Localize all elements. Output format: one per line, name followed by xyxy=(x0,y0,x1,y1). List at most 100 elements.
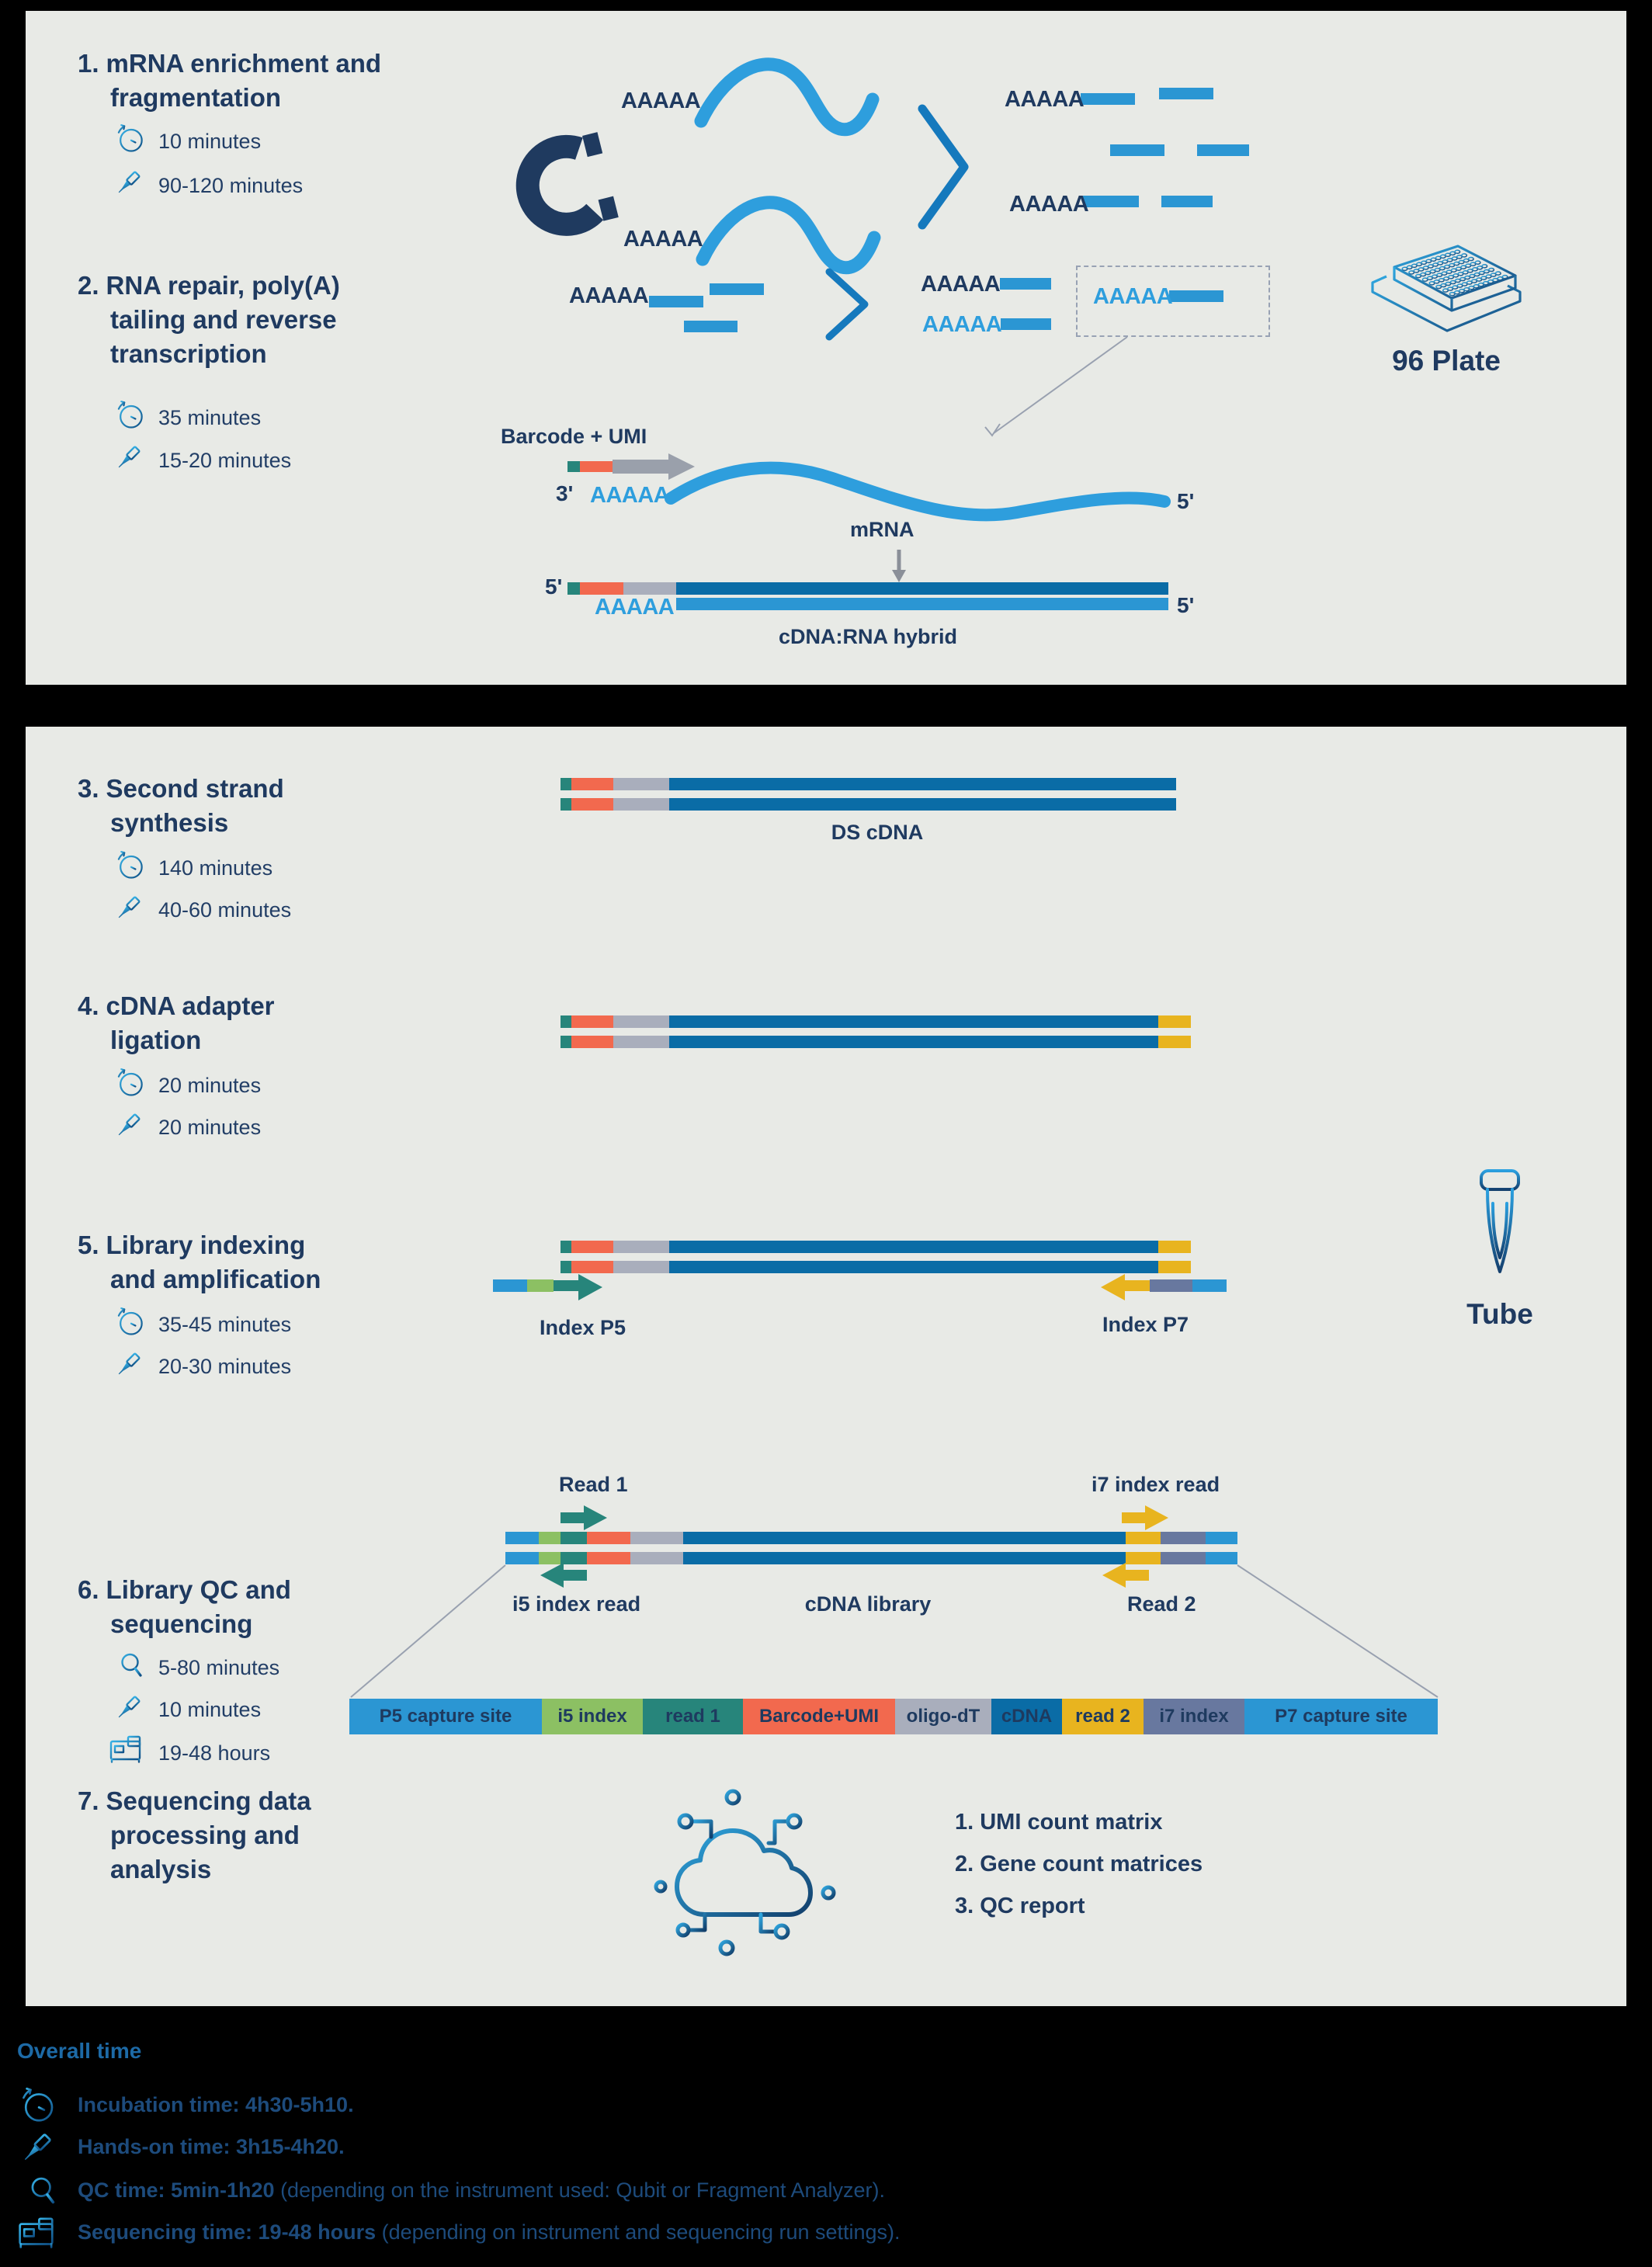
output-umi-count-matrix: 1. UMI count matrix xyxy=(955,1810,1163,1835)
rna-fragment xyxy=(1081,93,1135,105)
clock-icon xyxy=(113,848,148,882)
map-segment-read-1: read 1 xyxy=(643,1699,743,1734)
hands-on-time: 10 minutes xyxy=(158,1698,262,1721)
plate-96-icon xyxy=(1371,245,1522,332)
final-library-strand xyxy=(505,1532,1237,1544)
step-title-text: RNA repair, poly(A) xyxy=(106,271,340,300)
clock-icon xyxy=(113,398,148,432)
map-segment-oligo-dt: oligo-dT xyxy=(895,1699,991,1734)
overall-row-bold: QC time: 5min-1h20 xyxy=(78,2178,275,2202)
overall-hands-on-time: Hands-on time: 3h15-4h20. xyxy=(78,2135,345,2159)
step-1-title-line-2: fragmentation xyxy=(110,83,282,112)
step-4-title-line-2: ligation xyxy=(110,1026,202,1054)
plate-label: 96 Plate xyxy=(1392,345,1501,377)
step-title-text: Second strand xyxy=(106,774,284,803)
step-title-text: mRNA enrichment and xyxy=(106,49,382,78)
step-number: 4. xyxy=(78,991,99,1020)
step-title-text: Library indexing xyxy=(106,1231,306,1259)
clock-icon xyxy=(17,2084,59,2126)
read1-label: Read 1 xyxy=(559,1473,628,1496)
cdna-rna-hybrid-label: cDNA:RNA hybrid xyxy=(778,625,957,648)
overall-sequencing-time: Sequencing time: 19-48 hours (depending … xyxy=(78,2220,901,2244)
poly-a-label-highlighted: AAAAA xyxy=(590,483,670,508)
sequencer-icon xyxy=(16,2213,57,2255)
map-segment-p5-capture-site: P5 capture site xyxy=(349,1699,542,1734)
step-title-text: cDNA adapter xyxy=(106,991,275,1020)
step-title-text: Library QC and xyxy=(106,1575,291,1604)
indexed-library-strand xyxy=(560,1241,1191,1253)
incubation-time: 20 minutes xyxy=(158,1074,262,1097)
poly-a-label: AAAAA xyxy=(921,272,1001,297)
panel-main xyxy=(26,727,1626,2006)
clock-icon xyxy=(113,1304,148,1338)
hands-on-time: 90-120 minutes xyxy=(158,174,304,197)
poly-a-label-highlighted: AAAAA xyxy=(595,595,675,620)
step-number: 7. xyxy=(78,1786,99,1815)
pipette-icon xyxy=(111,1689,147,1725)
rna-fragment xyxy=(1110,144,1164,156)
ds-cdna-strand xyxy=(560,798,1176,811)
pipette-icon xyxy=(111,439,147,475)
overall-incubation-time: Incubation time: 4h30-5h10. xyxy=(78,2093,354,2117)
output-gene-count-matrices: 2. Gene count matrices xyxy=(955,1852,1203,1876)
poly-a-label: AAAAA xyxy=(623,227,703,252)
tube-label: Tube xyxy=(1466,1298,1533,1330)
rna-fragment xyxy=(1159,88,1213,99)
clock-icon xyxy=(113,121,148,155)
step-5-title-line-1: 5.Library indexing xyxy=(78,1230,305,1261)
step-6-title-line-2: sequencing xyxy=(110,1609,253,1638)
step-number: 5. xyxy=(78,1231,99,1259)
rna-fragment xyxy=(1000,278,1051,290)
pipette-icon xyxy=(111,1107,147,1143)
rna-fragment xyxy=(649,296,703,307)
barcode-umi-label: Barcode + UMI xyxy=(501,425,647,448)
clock-icon xyxy=(113,1065,148,1099)
overall-row-bold: Sequencing time: 19-48 hours xyxy=(78,2220,377,2244)
overall-row-rest: (depending on instrument and sequencing … xyxy=(376,2220,901,2244)
poly-a-label-highlighted: AAAAA xyxy=(1093,284,1173,309)
rna-fragment xyxy=(1197,144,1249,156)
step-5-title-line-2: and amplification xyxy=(110,1265,321,1293)
pipette-icon xyxy=(16,2126,59,2169)
step-2-title-line-3: transcription xyxy=(110,339,267,368)
map-segment-barcode-umi: Barcode+UMI xyxy=(743,1699,895,1734)
step-2-title-line-2: tailing and reverse xyxy=(110,305,337,334)
map-segment-p7-capture-site: P7 capture site xyxy=(1244,1699,1438,1734)
pipette-icon xyxy=(111,890,147,925)
incubation-time: 10 minutes xyxy=(158,130,262,153)
step-number: 6. xyxy=(78,1575,99,1604)
incubation-time: 140 minutes xyxy=(158,856,273,880)
pipette-icon xyxy=(111,165,147,200)
overall-qc-time: QC time: 5min-1h20 (depending on the ins… xyxy=(78,2178,885,2203)
step-7-title-line-3: analysis xyxy=(110,1855,212,1883)
rna-strand xyxy=(676,598,1168,610)
read2-label: Read 2 xyxy=(1127,1592,1196,1616)
five-prime-label: 5' xyxy=(1177,489,1195,513)
map-segment-i7-index: i7 index xyxy=(1144,1699,1244,1734)
zoom-highlight-box xyxy=(1076,266,1270,337)
output-qc-report: 3. QC report xyxy=(955,1894,1085,1918)
incubation-time: 35-45 minutes xyxy=(158,1313,292,1336)
hands-on-time: 20 minutes xyxy=(158,1116,262,1139)
step-3-title-line-1: 3.Second strand xyxy=(78,773,284,804)
three-prime-label: 3' xyxy=(556,481,574,505)
hands-on-time: 20-30 minutes xyxy=(158,1355,292,1378)
mrna-label: mRNA xyxy=(850,518,914,541)
poly-a-label: AAAAA xyxy=(1009,192,1089,217)
adapter-ligated-strand xyxy=(560,1036,1191,1048)
rna-fragment xyxy=(684,321,738,332)
index-p7-label: Index P7 xyxy=(1102,1313,1189,1336)
hands-on-time: 15-20 minutes xyxy=(158,449,292,472)
poly-a-label: AAAAA xyxy=(1005,87,1085,112)
five-prime-label: 5' xyxy=(1177,593,1195,617)
incubation-time: 35 minutes xyxy=(158,406,262,429)
rna-fragment xyxy=(1001,318,1051,330)
index-p5-label: Index P5 xyxy=(540,1316,626,1339)
tube-icon xyxy=(1480,1169,1520,1273)
qc-time: 5-80 minutes xyxy=(158,1656,280,1679)
rna-fragment xyxy=(710,283,764,295)
adapter-ligated-strand xyxy=(560,1015,1191,1028)
overall-row-bold: Hands-on time: 3h15-4h20. xyxy=(78,2135,345,2158)
qc-speed-icon xyxy=(107,1647,144,1685)
five-prime-label: 5' xyxy=(545,575,563,599)
